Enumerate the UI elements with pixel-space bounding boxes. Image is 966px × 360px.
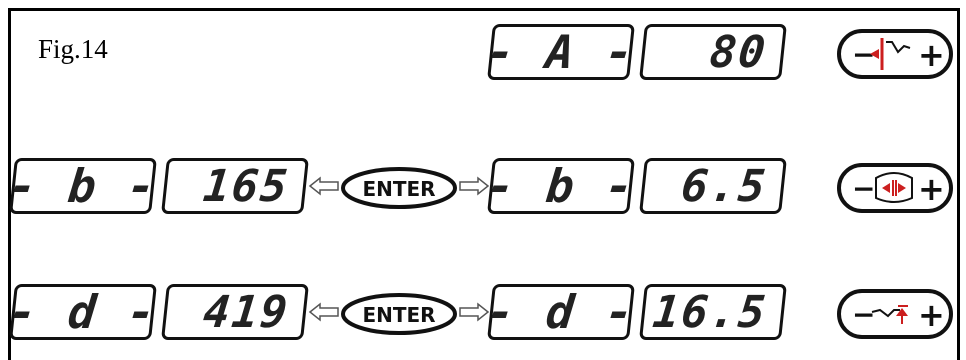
right-arrow-icon bbox=[459, 302, 490, 322]
row-a-adjust-knob[interactable]: − + bbox=[836, 28, 954, 80]
row-d-left-value-display: 419 bbox=[161, 284, 309, 340]
minus-icon: − bbox=[852, 38, 875, 71]
row-b-right-mode-display: - b - bbox=[483, 158, 639, 214]
row-d-right-value-display: 16.5 bbox=[639, 284, 787, 340]
row-b-right-value-display: 6.5 bbox=[639, 158, 787, 214]
minus-icon: − bbox=[852, 172, 875, 205]
clamp-edge-position-icon bbox=[870, 38, 911, 70]
plus-icon: + bbox=[918, 296, 945, 334]
row-a-mode-display: - A - bbox=[483, 24, 639, 80]
plus-icon: + bbox=[918, 170, 945, 208]
left-arrow-icon bbox=[308, 302, 339, 322]
row-b-adjust-knob[interactable]: − + bbox=[836, 162, 954, 214]
row-d-right-mode-display: - d - bbox=[483, 284, 639, 340]
minus-icon: − bbox=[852, 298, 875, 331]
enter-button[interactable]: ENTER bbox=[340, 292, 458, 336]
right-arrow-icon bbox=[459, 176, 490, 196]
enter-button-label: ENTER bbox=[362, 303, 435, 327]
rim-inner-weight-position-icon bbox=[871, 305, 908, 324]
row-a-value-display: 80 bbox=[639, 24, 787, 80]
left-arrow-icon bbox=[308, 176, 339, 196]
weight-width-position-icon bbox=[875, 172, 913, 203]
row-d-left-mode-display: - d - bbox=[5, 284, 161, 340]
figure-label: Fig.14 bbox=[38, 34, 108, 64]
plus-icon: + bbox=[918, 36, 945, 74]
enter-button[interactable]: ENTER bbox=[340, 166, 458, 210]
row-b-left-value-display: 165 bbox=[161, 158, 309, 214]
row-d-adjust-knob[interactable]: − + bbox=[836, 288, 954, 340]
row-b-left-mode-display: - b - bbox=[5, 158, 161, 214]
enter-button-label: ENTER bbox=[362, 177, 435, 201]
